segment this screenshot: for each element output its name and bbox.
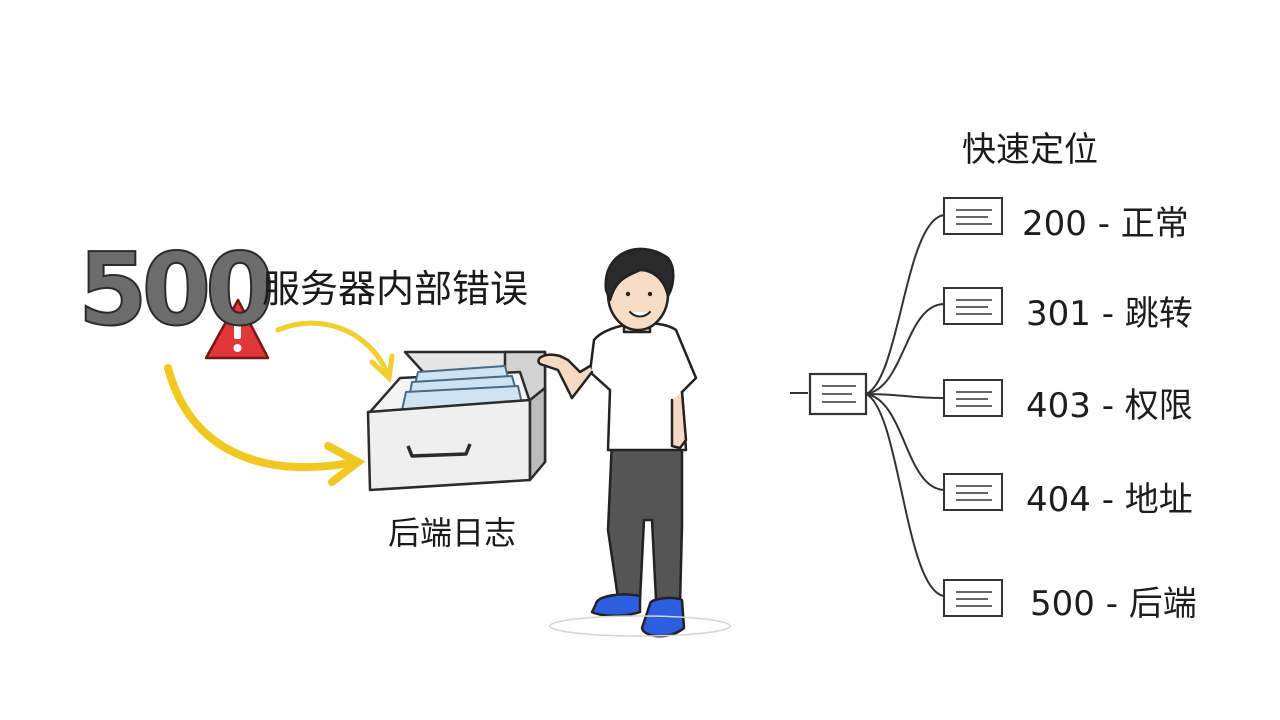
status-item-200: 200 - 正常	[1022, 204, 1189, 244]
leaf-doc-404-icon	[943, 473, 1003, 511]
tree-branches	[865, 214, 945, 597]
leaf-doc-301-icon	[943, 287, 1003, 325]
leaf-document-icons	[943, 197, 1003, 617]
error-code: 500	[77, 231, 276, 348]
warning-icon	[204, 298, 270, 360]
leaf-doc-500-icon	[943, 579, 1003, 617]
person-illustration	[537, 247, 698, 638]
lower-arrow	[164, 364, 366, 486]
log-drawer-icon	[366, 350, 547, 492]
status-item-301: 301 - 跳转	[1026, 294, 1193, 334]
leaf-doc-200-icon	[943, 197, 1003, 235]
root-document-icon	[790, 372, 868, 416]
leaf-doc-403-icon	[943, 379, 1003, 417]
log-label: 后端日志	[388, 514, 517, 552]
status-item-403: 403 - 权限	[1026, 386, 1193, 426]
quick-locate-title: 快速定位	[962, 130, 1098, 170]
upper-arrow	[275, 320, 395, 384]
status-item-404: 404 - 地址	[1026, 480, 1193, 520]
status-item-500: 500 - 后端	[1030, 584, 1197, 624]
ground-shadow	[549, 615, 731, 637]
error-title: 服务器内部错误	[262, 267, 529, 311]
